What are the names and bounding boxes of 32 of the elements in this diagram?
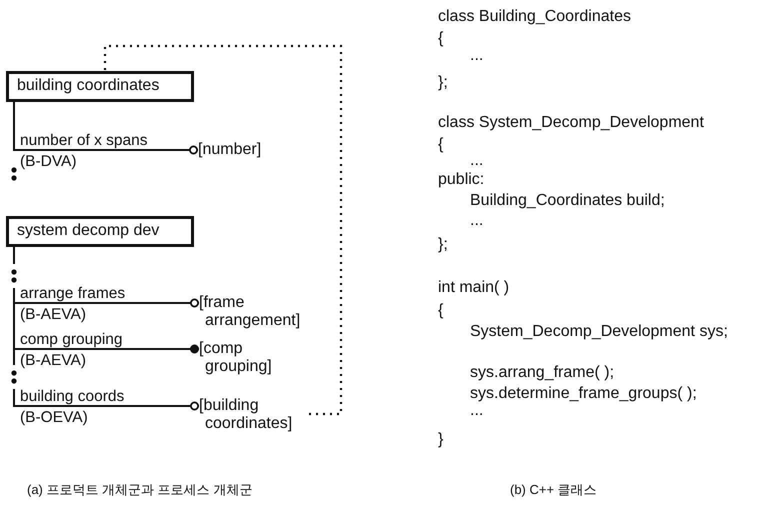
code-line: ... bbox=[470, 212, 484, 230]
code-line: { bbox=[438, 30, 444, 48]
object-box: building coordinates bbox=[6, 71, 194, 102]
code-line: }; bbox=[438, 236, 448, 254]
dotted-connector bbox=[104, 44, 342, 416]
edge-label: number of x spans (B-DVA) bbox=[20, 131, 149, 172]
code-line: ... bbox=[470, 402, 484, 420]
code-line: } bbox=[438, 431, 444, 449]
code-line: class Building_Coordinates bbox=[438, 8, 631, 26]
code-line: { bbox=[438, 302, 444, 320]
edge-label: arrange frames (B-AEVA) bbox=[20, 284, 126, 325]
attribute-type-text: [number] bbox=[198, 141, 288, 159]
code-line: ... bbox=[470, 47, 484, 65]
code-line: sys.determine_frame_groups( ); bbox=[470, 385, 697, 403]
edge-label: comp grouping (B-AEVA) bbox=[20, 330, 124, 371]
attribute-connector bbox=[13, 102, 198, 154]
code-line: ... bbox=[470, 152, 484, 170]
caption: (a) 프로덕트 개체군과 프로세스 개체군 bbox=[27, 481, 252, 499]
code-line: { bbox=[438, 136, 444, 154]
caption: (b) C++ 클래스 bbox=[510, 481, 597, 499]
edge-label: building coords (B-OEVA) bbox=[20, 387, 126, 428]
code-line: public: bbox=[438, 171, 484, 189]
code-line: int main( ) bbox=[438, 279, 510, 297]
object-box: system decomp dev bbox=[6, 216, 194, 247]
code-line: }; bbox=[438, 74, 448, 92]
code-line: Building_Coordinates build; bbox=[470, 192, 665, 210]
attribute-type-text: [building coordinates] bbox=[199, 397, 309, 433]
code-line: System_Decomp_Development sys; bbox=[470, 323, 728, 341]
attribute-type-text: [comp grouping] bbox=[199, 340, 309, 376]
attribute-type-text: [frame arrangement] bbox=[199, 294, 309, 330]
code-line: sys.arrang_frame( ); bbox=[470, 364, 614, 382]
code-line: class System_Decomp_Development bbox=[438, 114, 704, 132]
